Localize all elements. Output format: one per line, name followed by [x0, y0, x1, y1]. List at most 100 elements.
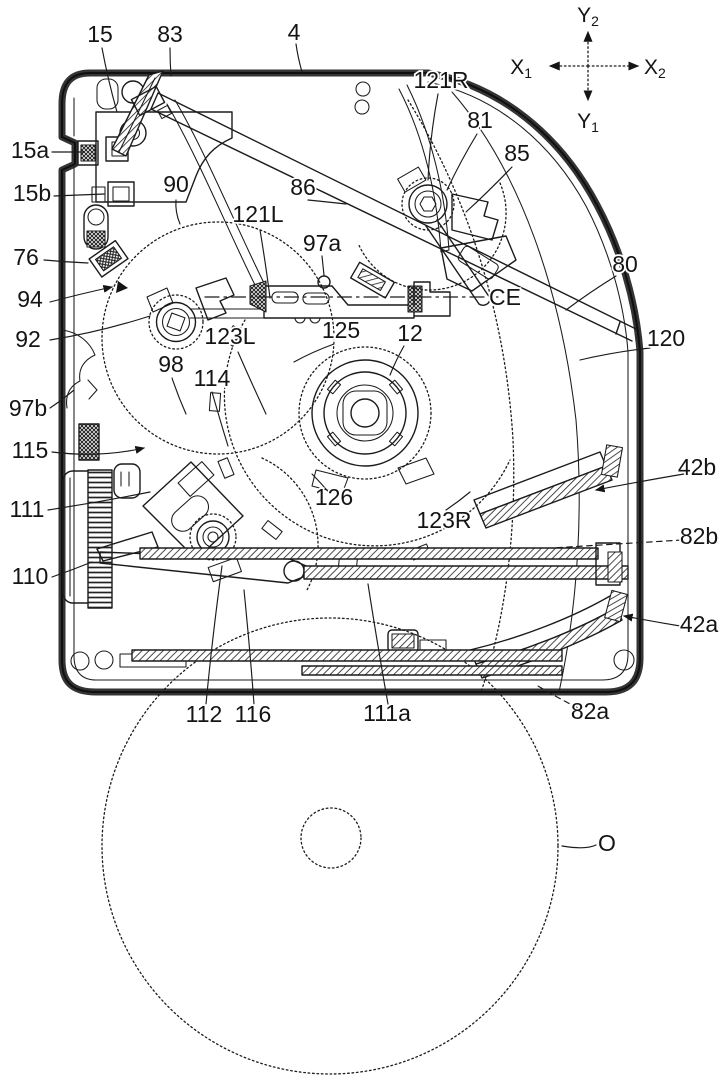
part-81-85-chuck-arm [357, 166, 517, 306]
ref-label-81: 81 [467, 107, 493, 133]
ref-label-111: 111 [10, 496, 45, 522]
part-86-lever [150, 92, 637, 342]
leader-112 [205, 565, 223, 705]
leader-126 [311, 473, 331, 495]
axis-label-Y1: Y1 [577, 110, 599, 135]
part-94-arrow-mark [116, 281, 128, 293]
chassis-hole [70, 651, 90, 671]
chassis-inner-wall [73, 81, 629, 681]
ref-label-111a: 111a [363, 700, 411, 726]
ref-label-121R: 121R [414, 67, 469, 93]
leader-90 [175, 199, 181, 225]
part-76-switch [88, 239, 129, 278]
ref-label-82b: 82b [680, 523, 718, 549]
ref-label-12: 12 [397, 320, 423, 346]
leader-123R [445, 491, 471, 511]
chassis-hole [613, 649, 635, 671]
ref-label-CE: CE [489, 284, 521, 310]
chassis-hole [354, 99, 370, 115]
leader-4 [295, 43, 303, 73]
part-42b-rail [473, 444, 624, 529]
ref-label-80: 80 [612, 251, 638, 277]
part-90-cam [61, 221, 335, 455]
axis-label-X1: X1 [510, 56, 532, 81]
leader-15b [53, 193, 105, 197]
leader-123L [237, 351, 267, 415]
ref-label-85: 85 [504, 140, 530, 166]
leader-97a [321, 255, 325, 276]
part-121L-guide [166, 99, 265, 288]
ref-label-126: 126 [315, 484, 353, 510]
ref-label-86: 86 [290, 174, 316, 200]
ref-label-123L: 123L [204, 323, 255, 349]
part-42a-rail [469, 589, 628, 679]
part-12-turntable [298, 346, 435, 495]
mechanism [61, 70, 637, 693]
ref-label-76: 76 [13, 244, 39, 270]
ref-label-92: 92 [15, 326, 41, 352]
ref-label-98: 98 [158, 351, 184, 377]
leader-121L [259, 229, 271, 299]
chassis-hole [94, 650, 114, 670]
disc-outer-edge [101, 617, 559, 1075]
part-97a-pin [317, 275, 331, 289]
part-15-bracket [77, 78, 233, 250]
leader-121R [427, 93, 439, 181]
leader-12 [389, 345, 405, 376]
chassis [58, 69, 644, 696]
leader-98 [171, 377, 187, 415]
ref-label-82a: 82a [571, 698, 610, 724]
leader-82a [537, 685, 579, 709]
leader-94 [49, 284, 114, 303]
leader-111a [367, 583, 389, 705]
leader-80 [565, 275, 617, 311]
part-98-pivot [146, 277, 235, 350]
ref-label-120: 120 [647, 325, 685, 351]
leader-120 [579, 347, 651, 361]
ref-label-114: 114 [194, 365, 231, 391]
ref-label-42b: 42b [678, 454, 716, 480]
ref-label-115: 115 [12, 437, 49, 463]
part-120-cam-slider [407, 91, 580, 693]
ref-label-116: 116 [235, 701, 272, 727]
leader-116 [243, 589, 255, 705]
ref-label-94: 94 [17, 286, 43, 312]
leader-92 [49, 315, 151, 341]
leader-114 [211, 391, 229, 447]
ref-label-110: 110 [12, 563, 49, 589]
ref-label-112: 112 [186, 701, 223, 727]
part-115-damper [78, 423, 100, 461]
leader-97b [49, 389, 75, 409]
axes-cross [548, 30, 640, 102]
part-116-swing-arm [96, 457, 319, 591]
part-86-tip-bracket [349, 261, 396, 299]
ref-label-90: 90 [163, 171, 189, 197]
leader-83 [169, 47, 172, 77]
leader-110 [51, 561, 93, 578]
chassis-outline [58, 69, 644, 696]
leader-O [561, 844, 597, 849]
leader-42a [622, 613, 687, 628]
axis-label-Y2: Y2 [577, 4, 599, 29]
ref-label-15a: 15a [11, 137, 50, 163]
leader-82b [551, 539, 683, 549]
ref-label-121L: 121L [232, 201, 283, 227]
ref-label-83: 83 [157, 21, 183, 47]
chassis-hole [355, 81, 371, 97]
leader-86 [307, 199, 347, 205]
ref-label-15: 15 [87, 21, 113, 47]
leader-lines [43, 43, 687, 849]
part-110-rack [62, 463, 141, 609]
optical-disc [101, 617, 559, 1075]
leader-115 [51, 445, 146, 455]
leader-125 [293, 343, 335, 363]
part-slider-rails [139, 542, 629, 586]
leader-15 [101, 47, 118, 113]
ref-label-123R: 123R [417, 507, 472, 533]
ref-label-4: 4 [288, 19, 301, 45]
leader-81 [446, 133, 478, 191]
